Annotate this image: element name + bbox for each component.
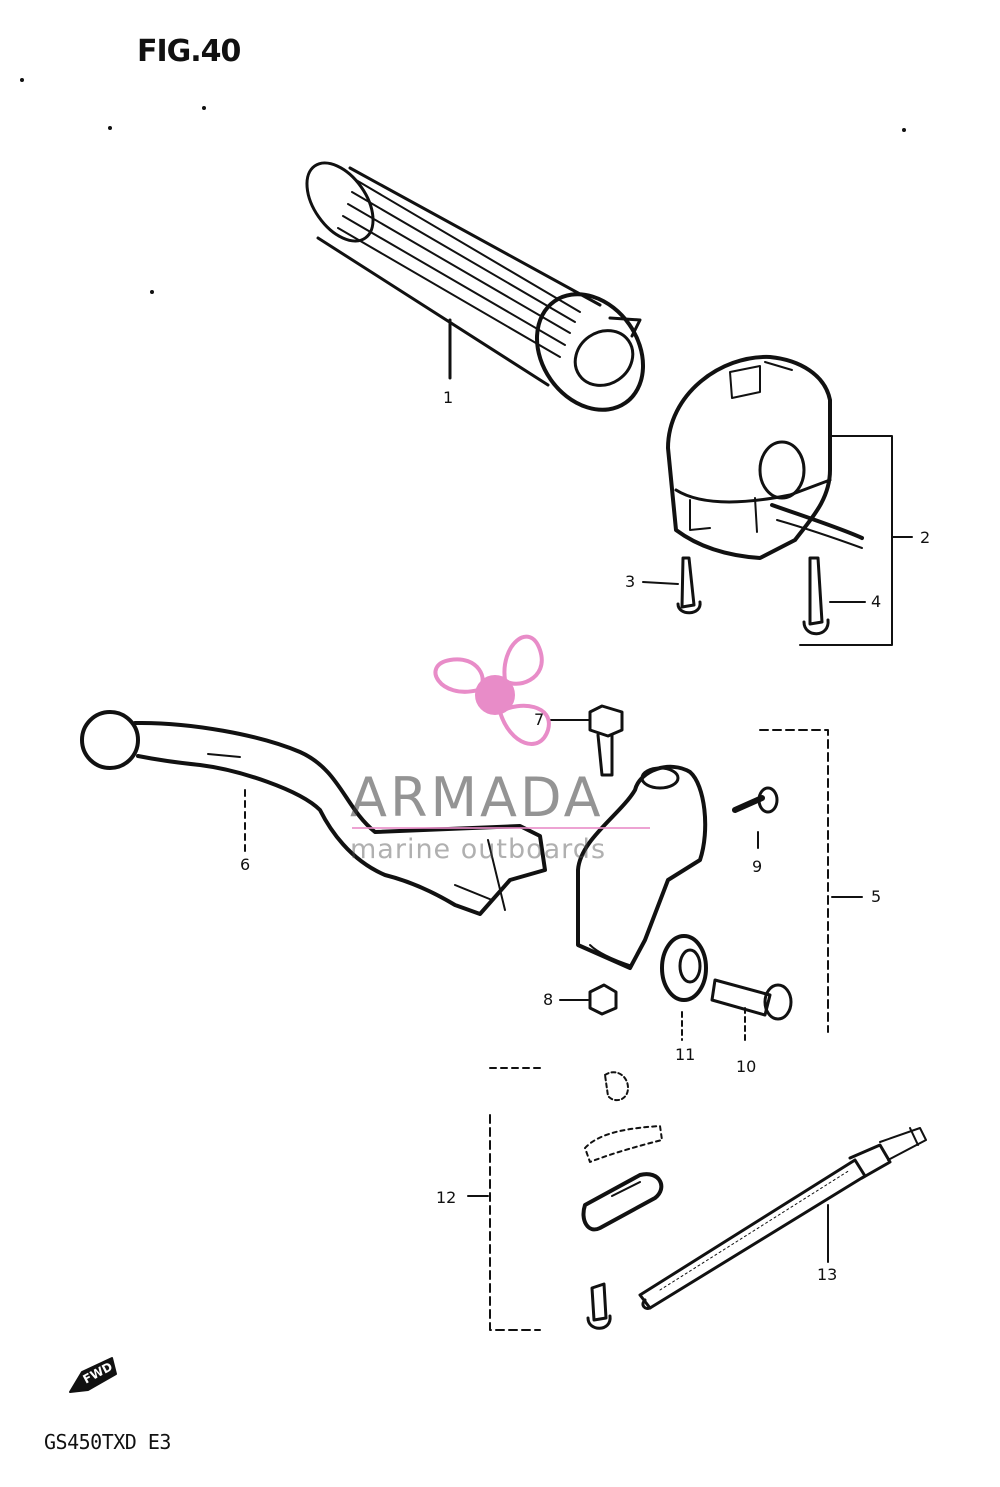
callout-label: 13: [817, 1265, 838, 1284]
nut-part-8: [559, 983, 618, 1016]
callout-label: 11: [675, 1045, 696, 1064]
screw-part-3: [642, 556, 702, 615]
callout-label: 2: [920, 528, 931, 547]
grip-part-1: [305, 161, 646, 412]
callout-label: 1: [443, 388, 454, 407]
screw-part-4: [802, 556, 866, 636]
callout-label: 7: [534, 710, 545, 729]
callout-label: 4: [871, 592, 882, 611]
callout-label: 12: [436, 1188, 457, 1207]
lever-part-6: [80, 710, 547, 916]
cable-tie-part-13: [638, 1127, 927, 1310]
figure-title: FIG.40: [137, 34, 241, 69]
callout-label: 3: [625, 572, 636, 591]
clamp-set-part-12: [467, 1067, 664, 1331]
watermark-divider: [352, 827, 650, 829]
callout-label: 9: [752, 857, 763, 876]
collar-part-11: [660, 934, 708, 1041]
bolt-part-7: [547, 704, 624, 777]
callout-label: 6: [240, 855, 251, 874]
pivot-bolt-part-10: [710, 978, 793, 1041]
watermark-tagline: marine outboards: [350, 834, 607, 865]
scan-specks: [20, 78, 906, 294]
lever-bracket-part-5: [576, 729, 863, 1033]
callout-label: 8: [543, 990, 554, 1009]
callout-label: 10: [736, 1057, 757, 1076]
watermark-brand-name: ARMADA: [350, 766, 604, 829]
propeller-logo-icon: [433, 634, 551, 746]
screw-part-9: [732, 786, 779, 849]
forward-arrow-icon: [69, 1357, 117, 1393]
switch-housing-part-2: [666, 354, 913, 646]
model-code: GS450TXD E3: [44, 1430, 171, 1454]
callout-label: 5: [871, 887, 882, 906]
